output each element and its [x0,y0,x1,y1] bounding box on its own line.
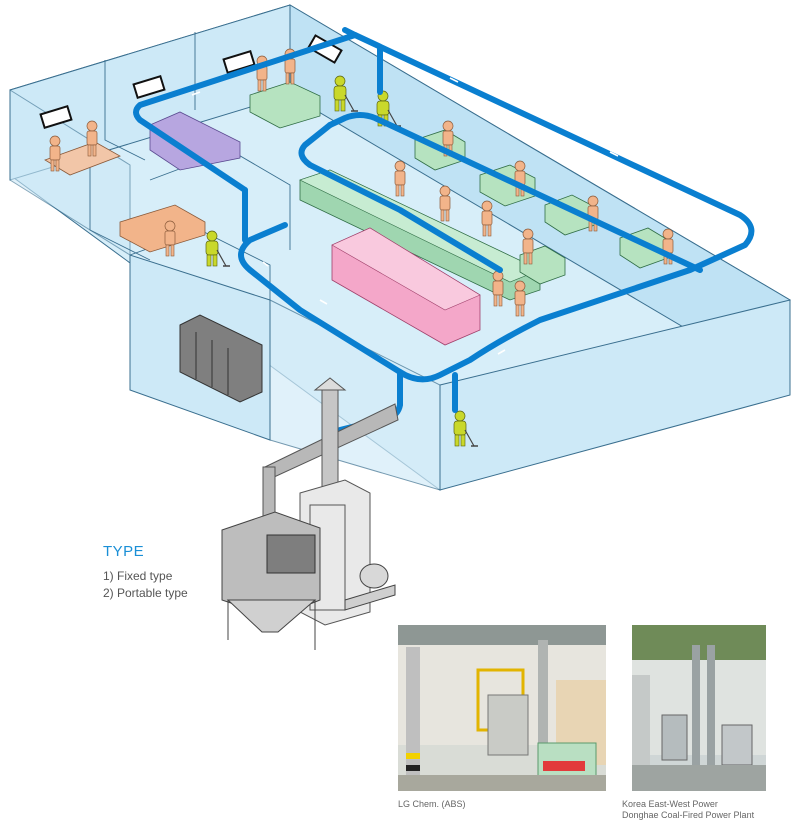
type-item-fixed: 1) Fixed type [103,569,173,583]
photo-donghae-plant-image [632,625,766,791]
type-section: TYPE 1) Fixed type 2) Portable type [103,543,188,602]
inner-duct-loop [298,122,503,273]
office-table [44,120,121,176]
window-1 [39,104,73,130]
blower-base [344,584,396,611]
stack-cap [313,377,347,391]
room-partition-3 [89,145,151,261]
dust-collector-unit [221,377,399,650]
upper-duct [133,32,358,193]
caption-lg-chem: LG Chem. (ABS) [398,799,466,809]
type-item-portable: 2) Portable type [103,586,188,600]
type-title: TYPE [103,543,145,560]
purple-storage-blocks [149,111,241,171]
vacuum-duct-network [133,27,755,433]
inner-duct-top [327,112,703,273]
room-partitions [104,60,146,161]
electrical-cabinets [179,314,263,403]
control-desk [119,204,206,257]
photo-donghae-plant [632,625,766,791]
hopper [226,599,317,633]
pink-material-block [331,227,481,346]
photo-lg-chem-image [398,625,606,791]
window-3 [222,49,256,75]
window-2 [132,74,166,100]
stack-pipe [321,387,339,494]
photo-lg-chem [398,625,606,791]
flow-arrows [191,77,619,355]
blower [359,563,389,589]
front-wall-middle [269,299,441,491]
collector-panel [266,534,316,574]
caption-donghae-plant: Korea East-West Power Donghae Coal-Fired… [622,799,755,820]
main-duct-loop [238,27,755,383]
